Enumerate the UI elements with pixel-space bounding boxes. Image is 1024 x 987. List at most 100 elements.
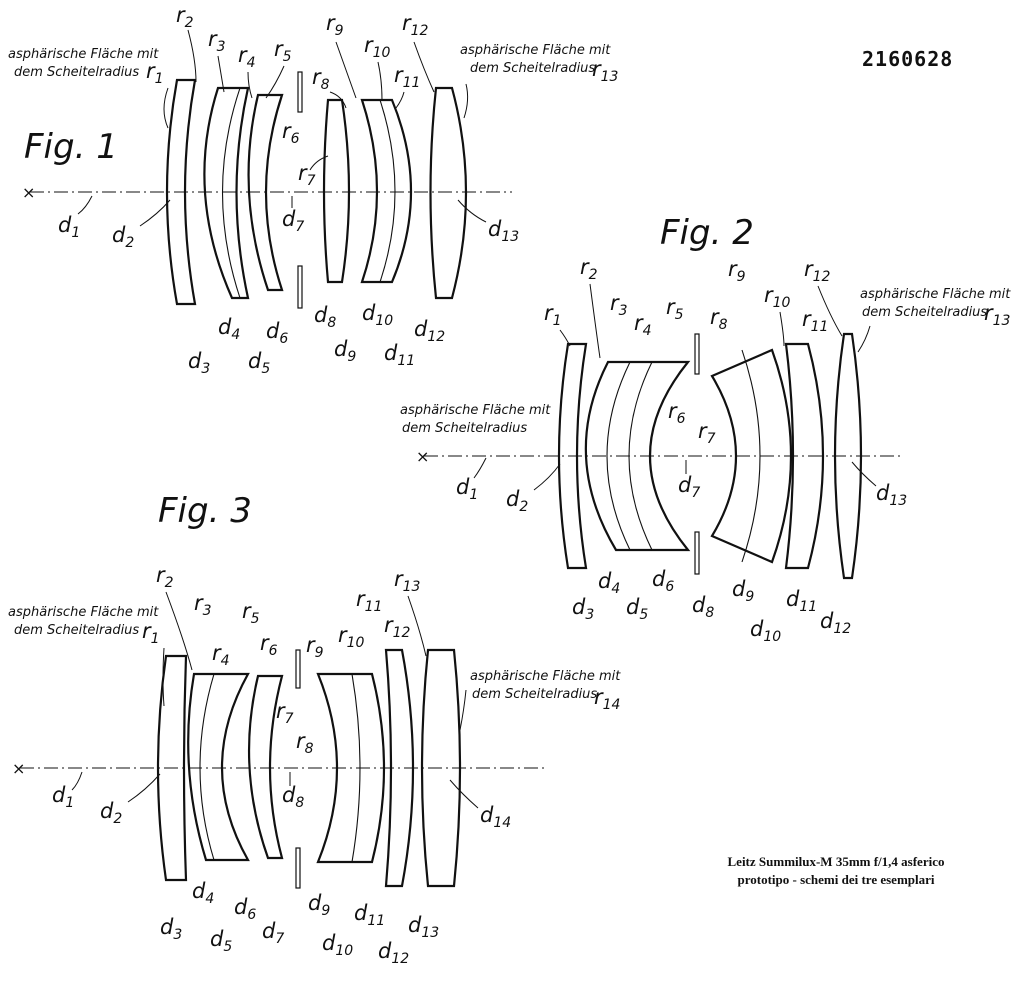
figure-3-label: Fig. 3 — [158, 491, 252, 531]
fig1-leader-r4 — [247, 71, 253, 99]
fig1-leader-r10 — [377, 61, 383, 101]
fig1-d1: d1 — [58, 213, 80, 241]
fig3-d12: d12 — [378, 939, 409, 967]
fig1-leader-d13 — [457, 199, 487, 223]
fig2-d1: d1 — [456, 475, 478, 503]
fig1-d10: d10 — [362, 301, 393, 329]
fig1-asph-note-left-line2: dem Scheitelradius — [14, 65, 139, 80]
fig2-leader-r13 — [857, 325, 871, 353]
fig2-d10: d10 — [750, 617, 781, 645]
figure-1: Fig. 1 asphärische Fläche mit dem Scheit… — [8, 3, 618, 377]
fig2-r9: r9 — [728, 257, 746, 285]
fig1-d2: d2 — [112, 223, 134, 251]
fig2-r1: r1 — [544, 301, 562, 329]
fig3-d8: d8 — [282, 783, 304, 811]
fig2-lens-1 — [557, 342, 588, 570]
fig1-lens-4 — [322, 98, 351, 284]
fig3-asph-note-left-line1: asphärische Fläche mit — [8, 605, 159, 620]
fig1-lens-6 — [429, 86, 468, 300]
fig2-d11: d11 — [786, 587, 817, 615]
fig2-leader-r1 — [559, 329, 571, 347]
fig1-d3: d3 — [188, 349, 210, 377]
fig2-leader-d1 — [473, 457, 487, 479]
fig1-leader-r11 — [395, 91, 405, 109]
fig3-lens-4 — [316, 672, 386, 864]
fig1-d5: d5 — [248, 349, 270, 377]
fig1-lens-3 — [247, 93, 284, 292]
fig2-leader-d13 — [851, 461, 877, 487]
fig2-d9: d9 — [732, 577, 754, 605]
fig2-d13: d13 — [876, 481, 907, 509]
fig1-leader-r7 — [309, 155, 329, 171]
fig3-lens-1 — [156, 654, 188, 882]
fig1-r8: r8 — [312, 65, 330, 93]
fig2-asph-note-right-line1: asphärische Fläche mit — [860, 287, 1011, 302]
fig1-leader-d2 — [139, 199, 171, 227]
fig1-leader-r5 — [265, 65, 285, 99]
fig2-lens-2-interface-b — [628, 361, 653, 551]
fig3-d13: d13 — [408, 913, 439, 941]
fig2-r8: r8 — [710, 305, 728, 333]
patent-number: 2160628 — [862, 47, 953, 71]
fig1-d9: d9 — [334, 337, 356, 365]
fig2-d6: d6 — [652, 567, 674, 595]
fig2-leader-d2 — [533, 463, 561, 491]
fig3-lens-6 — [420, 648, 462, 888]
fig3-object-mark: × — [12, 759, 25, 778]
fig3-d2: d2 — [100, 799, 122, 827]
fig2-d7: d7 — [678, 473, 700, 501]
fig2-d3: d3 — [572, 595, 594, 623]
fig3-r2: r2 — [156, 563, 174, 591]
fig1-stop-bottom — [297, 265, 303, 309]
fig3-r7: r7 — [276, 699, 294, 727]
fig1-leader-r1 — [163, 87, 169, 129]
fig1-leader-r3 — [217, 55, 225, 93]
fig2-asph-note-right-line2: dem Scheitelradius — [862, 305, 987, 320]
fig1-r11: r11 — [394, 63, 420, 91]
fig1-r9: r9 — [326, 11, 344, 39]
fig3-d11: d11 — [354, 901, 385, 929]
fig2-asph-note-left-line2: dem Scheitelradius — [402, 421, 527, 436]
fig2-d2: d2 — [506, 487, 528, 515]
fig2-r2: r2 — [580, 255, 598, 283]
fig1-asph-note-right-line1: asphärische Fläche mit — [460, 43, 611, 58]
fig3-r11: r11 — [356, 587, 382, 615]
fig2-r12: r12 — [804, 257, 831, 285]
fig1-leader-r2 — [187, 29, 197, 83]
fig2-d4: d4 — [598, 569, 620, 597]
fig3-lens-5 — [384, 648, 415, 888]
fig2-lens-2 — [584, 360, 691, 552]
fig3-leader-d1 — [71, 771, 83, 791]
fig1-leader-r12 — [413, 41, 435, 93]
fig2-lens-4 — [784, 342, 825, 570]
fig2-d12: d12 — [820, 609, 851, 637]
fig1-object-mark: × — [22, 183, 35, 202]
fig1-leader-r8 — [329, 91, 347, 109]
fig3-asph-r-right: r14 — [594, 685, 620, 713]
fig1-stop-top — [297, 71, 303, 113]
fig2-r10: r10 — [764, 283, 791, 311]
fig2-stop-bottom — [694, 531, 700, 575]
fig2-d5: d5 — [626, 595, 648, 623]
fig1-asph-note-left-line1: asphärische Fläche mit — [8, 47, 159, 62]
fig3-asph-note-right-line1: asphärische Fläche mit — [470, 669, 621, 684]
fig3-r10: r10 — [338, 623, 365, 651]
fig1-lens-5-interface — [379, 99, 396, 283]
fig3-d1: d1 — [52, 783, 74, 811]
fig2-asph-note-left-line1: asphärische Fläche mit — [400, 403, 551, 418]
fig2-leader-r10 — [779, 311, 785, 347]
fig1-r5: r5 — [274, 37, 292, 65]
caption-line-2: prototipo - schemi dei tre esemplari — [737, 872, 934, 887]
figure-2-label: Fig. 2 — [660, 213, 754, 253]
fig3-d5: d5 — [210, 927, 232, 955]
fig1-d4: d4 — [218, 315, 240, 343]
fig3-asph-note-right-line2: dem Scheitelradius — [472, 687, 597, 702]
fig1-r12: r12 — [402, 11, 429, 39]
fig1-asph-note-right-line2: dem Scheitelradius — [470, 61, 595, 76]
fig3-d7: d7 — [262, 919, 284, 947]
fig1-asph-r-left: r1 — [146, 59, 164, 87]
fig3-r3: r3 — [194, 591, 212, 619]
fig3-leader-r13 — [407, 595, 427, 657]
fig1-r3: r3 — [208, 27, 226, 55]
fig1-leader-r13 — [463, 83, 469, 119]
